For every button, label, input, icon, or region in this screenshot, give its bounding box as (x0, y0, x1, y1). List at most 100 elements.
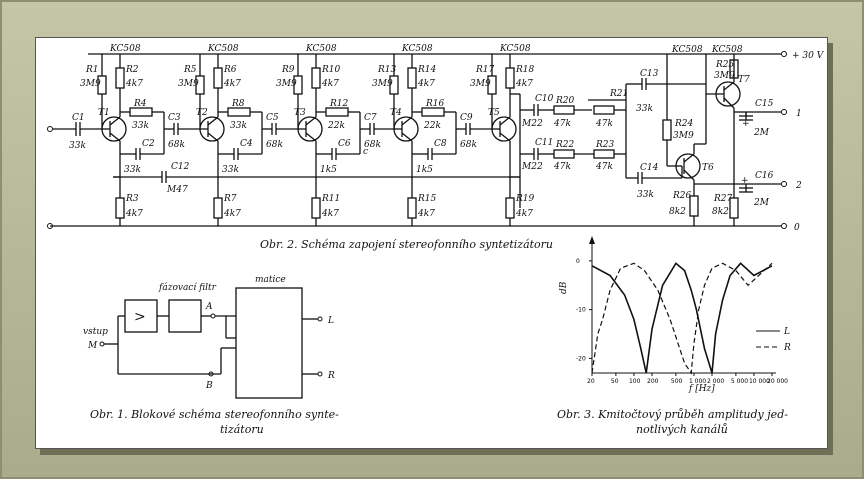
input-label: vstup (83, 327, 108, 337)
r6-resistor (213, 67, 223, 89)
r14-value: 4k7 (417, 79, 435, 89)
r3-resistor (115, 197, 125, 219)
r6-label: R6 (223, 65, 237, 75)
matrix-block (235, 287, 303, 399)
supply-label: + 30 V (792, 51, 825, 61)
amplifier-symbol: > (134, 309, 146, 325)
r23-resistor (593, 149, 615, 159)
x-tick-label: 20 000 (767, 378, 788, 385)
r22-value: 47k (553, 162, 571, 172)
r26-value: 8k2 (669, 207, 686, 217)
r26-label: R26 (672, 191, 692, 201)
chart-xlabel: f [Hz] (688, 384, 715, 394)
c6-label: C6 (338, 139, 351, 149)
point-b-label: B (205, 381, 213, 391)
t6-transistor-icon (675, 153, 701, 179)
stage-t4: R133M9T4KC508R144k7R154k7R1622kC968kC81k… (372, 44, 492, 226)
c3-value: 68k (168, 140, 185, 150)
r27-label: R27 (713, 194, 733, 204)
phase-filter-block (168, 299, 202, 333)
svg-text:+: + (742, 119, 750, 129)
r4-label: R4 (133, 99, 147, 109)
c14-value: 33k (637, 190, 654, 200)
frequency-response-chart: dB f [Hz] L R Obr. 3. Kmitočtový průběh … (557, 236, 791, 436)
r13-value: 3M9 (372, 79, 393, 89)
t7-type-label: KC508 (711, 45, 743, 55)
output-1-terminal (781, 109, 787, 115)
r20-label: R20 (555, 96, 575, 106)
r16-value: 22k (423, 121, 441, 131)
r27-value: 8k2 (712, 207, 729, 217)
ground-label: 0 (794, 223, 800, 233)
r8-resistor (227, 107, 251, 117)
legend-r-label: R (783, 343, 791, 353)
r18-label: R18 (515, 65, 535, 75)
r11-label: R11 (321, 194, 340, 204)
r19-label: R19 (515, 194, 535, 204)
c4-value: 33k (222, 165, 239, 175)
r21-value: 47k (595, 119, 613, 129)
r16-resistor (421, 107, 445, 117)
r17-label: R17 (475, 65, 495, 75)
r19-resistor (505, 197, 515, 219)
r6-value: 4k7 (223, 79, 241, 89)
c4-label: C4 (240, 139, 253, 149)
r7-label: R7 (223, 194, 237, 204)
t5-label: T5 (488, 108, 500, 118)
r21-label: R21 (609, 89, 628, 99)
c13-label: C13 (640, 69, 659, 79)
y-axis-arrow-icon (589, 236, 595, 244)
output-l-terminal (317, 316, 323, 322)
t2-type-label: KC508 (207, 44, 239, 54)
r1-value: 3M9 (80, 79, 101, 89)
series-r-line (591, 262, 773, 375)
c8-value: 1k5 (416, 165, 433, 175)
x-tick-label: 5 000 (731, 378, 748, 385)
fig3-caption-line1: Obr. 3. Kmitočtový průběh amplitudy jed- (557, 408, 788, 421)
output-1-label: 1 (796, 109, 802, 119)
x-tick-label: 10 000 (749, 378, 770, 385)
schematic-page: + 30 V 0 C1 33k R13M9T1KC508R24k7R34k7R4… (47, 44, 825, 436)
r16-label: R16 (425, 99, 445, 109)
r9-value: 3M9 (276, 79, 297, 89)
r14-resistor (407, 67, 417, 89)
circuit-schematic: + 30 V 0 C1 33k R13M9T1KC508R24k7R34k7R4… (47, 44, 825, 251)
r5-label: R5 (183, 65, 197, 75)
r20-resistor (553, 105, 575, 115)
r1-label: R1 (85, 65, 99, 75)
point-a (210, 313, 216, 319)
c2-value: 33k (124, 165, 141, 175)
output-network: C10 M22 R20 47k R21 47k C11 M22 R22 47k … (519, 45, 802, 226)
c8-label: C8 (434, 139, 447, 149)
t4-label: T4 (390, 108, 402, 118)
x-tick-label: 200 (647, 378, 659, 385)
c7-value: 68k (364, 140, 381, 150)
r5-value: 3M9 (178, 79, 199, 89)
r8-label: R8 (231, 99, 245, 109)
c16-label: C16 (755, 171, 774, 181)
t1-type-label: KC508 (109, 44, 141, 54)
x-tick-label: 100 (629, 378, 641, 385)
r9-label: R9 (281, 65, 295, 75)
r23-label: R23 (595, 140, 615, 150)
r11-value: 4k7 (321, 209, 339, 219)
r24-label: R24 (674, 119, 694, 129)
r2-label: R2 (125, 65, 139, 75)
r23-value: 47k (595, 162, 613, 172)
t4-type-label: KC508 (401, 44, 433, 54)
r20-value: 47k (553, 119, 571, 129)
c1-label: C1 (72, 113, 85, 123)
series-l-line (591, 262, 773, 374)
y-tick-label: -10 (576, 307, 586, 314)
output-r-terminal (317, 371, 323, 377)
block-diagram: fázovací filtr matice > A vstup M B L R … (83, 275, 339, 436)
r17-value: 3M9 (470, 79, 491, 89)
input-ground-terminal (47, 223, 53, 229)
c10-value: M22 (521, 119, 543, 129)
stray-label: c (363, 147, 368, 157)
c13-value: 33k (636, 104, 653, 114)
c11-label: C11 (535, 138, 553, 148)
